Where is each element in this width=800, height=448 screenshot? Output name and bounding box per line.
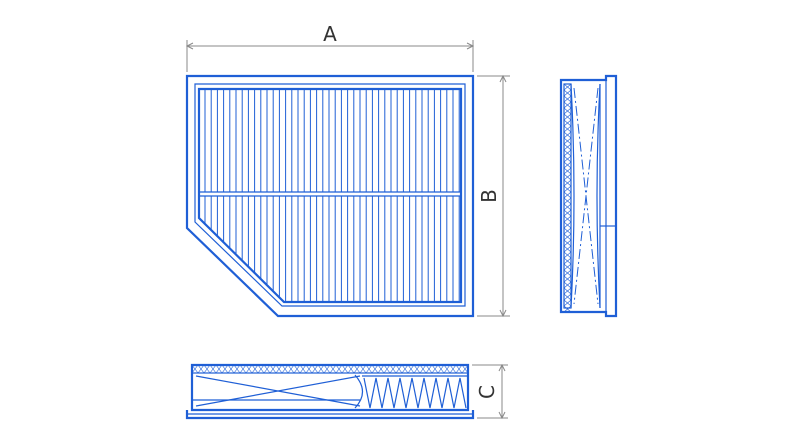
front-view <box>185 74 475 318</box>
dimension-c: C <box>472 363 508 420</box>
dimension-b: B <box>477 74 510 318</box>
bottom-mesh-pattern <box>191 364 469 374</box>
bottom-view <box>185 363 475 420</box>
front-pleat-lines <box>204 89 460 302</box>
front-inner-frame <box>194 83 466 307</box>
bottom-body <box>190 363 470 412</box>
side-view <box>559 74 618 318</box>
dimension-c-label: C <box>475 385 499 399</box>
side-mesh-pattern <box>563 83 572 313</box>
dimension-a: A <box>185 22 475 72</box>
bottom-pleat-zigzag <box>363 377 467 409</box>
dimension-b-label: B <box>477 189 501 203</box>
side-frame <box>559 74 618 318</box>
front-outer-frame <box>185 74 475 318</box>
side-mesh-strip <box>563 83 572 309</box>
dimension-a-label: A <box>323 22 337 46</box>
